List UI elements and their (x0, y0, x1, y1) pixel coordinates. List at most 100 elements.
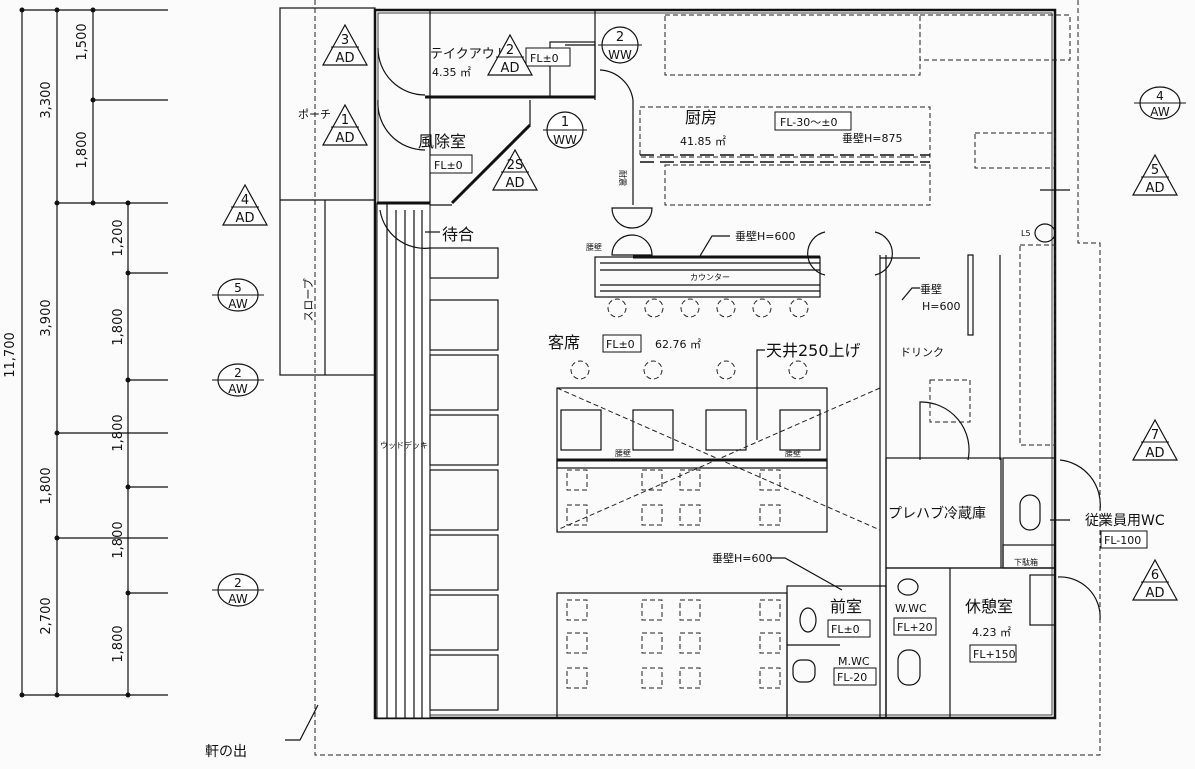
marker-code: AD (336, 131, 355, 146)
waiting-label: 待合 (442, 225, 474, 244)
marker-number: 3 (341, 33, 349, 48)
aw-marker: 2AW (212, 573, 264, 607)
triangle-icon (221, 183, 269, 226)
marker-number: 6 (1151, 568, 1159, 583)
triangle-icon (491, 148, 539, 191)
anteroom-fl: FL±0 (831, 623, 860, 636)
shoe-box-label: 下駄箱 (1014, 557, 1038, 567)
dim-label: 1,800 (75, 131, 90, 168)
waist-wall-label: 腰壁 (586, 242, 602, 252)
dim-label: 1,500 (75, 23, 90, 60)
entry-walls (377, 10, 596, 249)
triangle-icon (1131, 418, 1179, 461)
takeout-area: 4.35 ㎡ (432, 66, 471, 79)
hanging-wall-drink-label: 垂壁 (920, 282, 942, 296)
ceiling-note: 天井250上げ (766, 341, 861, 360)
waist-wall-label: 腰壁 (615, 448, 631, 458)
ww-marker: 1WW (543, 111, 587, 149)
ad-marker: 3AD (321, 23, 369, 66)
windbreak-fl: FL±0 (434, 159, 463, 172)
ad-marker: 7AD (1131, 418, 1179, 461)
dim-label: 2,700 (39, 597, 54, 634)
dim-label: 1,800 (111, 625, 126, 662)
marker-code: AD (1146, 181, 1165, 196)
ad-marker: 2AD (486, 33, 534, 76)
marker-code: AD (506, 176, 525, 191)
marker-code: AD (501, 61, 520, 76)
ad-marker: 6AD (1131, 558, 1179, 601)
deck-label: ウッドデッキ (380, 440, 428, 450)
marker-code: AD (336, 51, 355, 66)
seating-label: 客席 (548, 333, 580, 352)
ad-marker: 2S AD (491, 148, 539, 191)
marker-number: 2 (234, 576, 242, 590)
marker-number: 1 (341, 113, 349, 128)
marker-code: AW (1150, 105, 1170, 119)
marker-code: WW (608, 48, 632, 62)
marker-number: 2 (616, 30, 624, 45)
marker-number: 5 (1151, 163, 1159, 178)
seating-area: 62.76 ㎡ (655, 338, 701, 351)
kitchen-label: 厨房 (685, 108, 717, 127)
kitchen-fl: FL-30～±0 (780, 116, 837, 129)
marker-code: AD (1146, 586, 1165, 601)
w-wc-label: W.WC (895, 602, 927, 615)
kitchen-fixtures (599, 14, 1071, 446)
ww-marker: 2WW (598, 26, 642, 64)
windbreak-label: 風除室 (418, 132, 466, 151)
fridge-label: プレハブ冷蔵庫 (888, 505, 986, 522)
kitchen-area: 41.85 ㎡ (680, 135, 726, 148)
marker-code: AW (228, 382, 248, 396)
marker-code: AW (228, 297, 248, 311)
back-rooms (786, 457, 1101, 719)
seating-tables (556, 360, 881, 719)
takeout-fl: FL±0 (530, 52, 559, 65)
triangle-icon (486, 33, 534, 76)
eaves-label: 軒の出 (205, 744, 247, 760)
dimension-lines: 11,700 3,300 3,900 1,800 2,700 1,500 1,8… (3, 7, 168, 698)
triangle-icon (1131, 153, 1179, 196)
slope-label: スロープ (302, 278, 315, 321)
ad-marker: 4AD (221, 183, 269, 226)
dim-label: 1,800 (111, 521, 126, 558)
dim-label: 3,300 (39, 81, 54, 118)
rest-room-label: 休憩室 (965, 597, 1013, 616)
m-wc-fl: FL-20 (837, 671, 867, 684)
marker-number: 1 (561, 115, 569, 130)
aw-marker: 5AW (212, 278, 264, 312)
hanging-wall-drink-height: H=600 (922, 300, 960, 313)
aw-marker: 2AW (212, 363, 264, 397)
w-wc-fl: FL+20 (897, 621, 933, 634)
rest-room-fl: FL+150 (973, 648, 1016, 661)
marker-number: 2S (507, 158, 524, 173)
dim-label: 1,800 (111, 414, 126, 451)
marker-number: 4 (241, 193, 249, 208)
hanging-wall-600-counter: 垂壁H=600 (735, 229, 795, 243)
fire-wall-label: 耐震 (618, 170, 628, 186)
triangle-icon (1131, 558, 1179, 601)
marker-code: WW (553, 133, 577, 147)
triangle-icon (321, 23, 369, 66)
marker-number: 5 (234, 281, 242, 295)
marker-number: 4 (1156, 89, 1164, 103)
hanging-wall-875: 垂壁H=875 (842, 131, 902, 145)
aw-marker: 4AW (1134, 86, 1186, 120)
eaves-leader (285, 704, 319, 741)
l5-label: L5 (1021, 229, 1031, 238)
dim-label: 1,200 (111, 219, 126, 256)
marker-code: AD (236, 211, 255, 226)
staff-wc-fl: FL-100 (1104, 534, 1141, 547)
dim-total: 11,700 (3, 332, 18, 378)
dim-label: 1,800 (39, 467, 54, 504)
takeout-label: テイクアウト (430, 47, 508, 62)
waiting-benches (429, 247, 499, 711)
ad-marker: 5AD (1131, 153, 1179, 196)
marker-number: 2 (506, 43, 514, 58)
anteroom-label: 前室 (830, 597, 862, 616)
rest-room-area: 4.23 ㎡ (972, 626, 1011, 639)
waist-wall-label: 腰壁 (785, 448, 801, 458)
counter-label: カウンター (690, 273, 730, 282)
